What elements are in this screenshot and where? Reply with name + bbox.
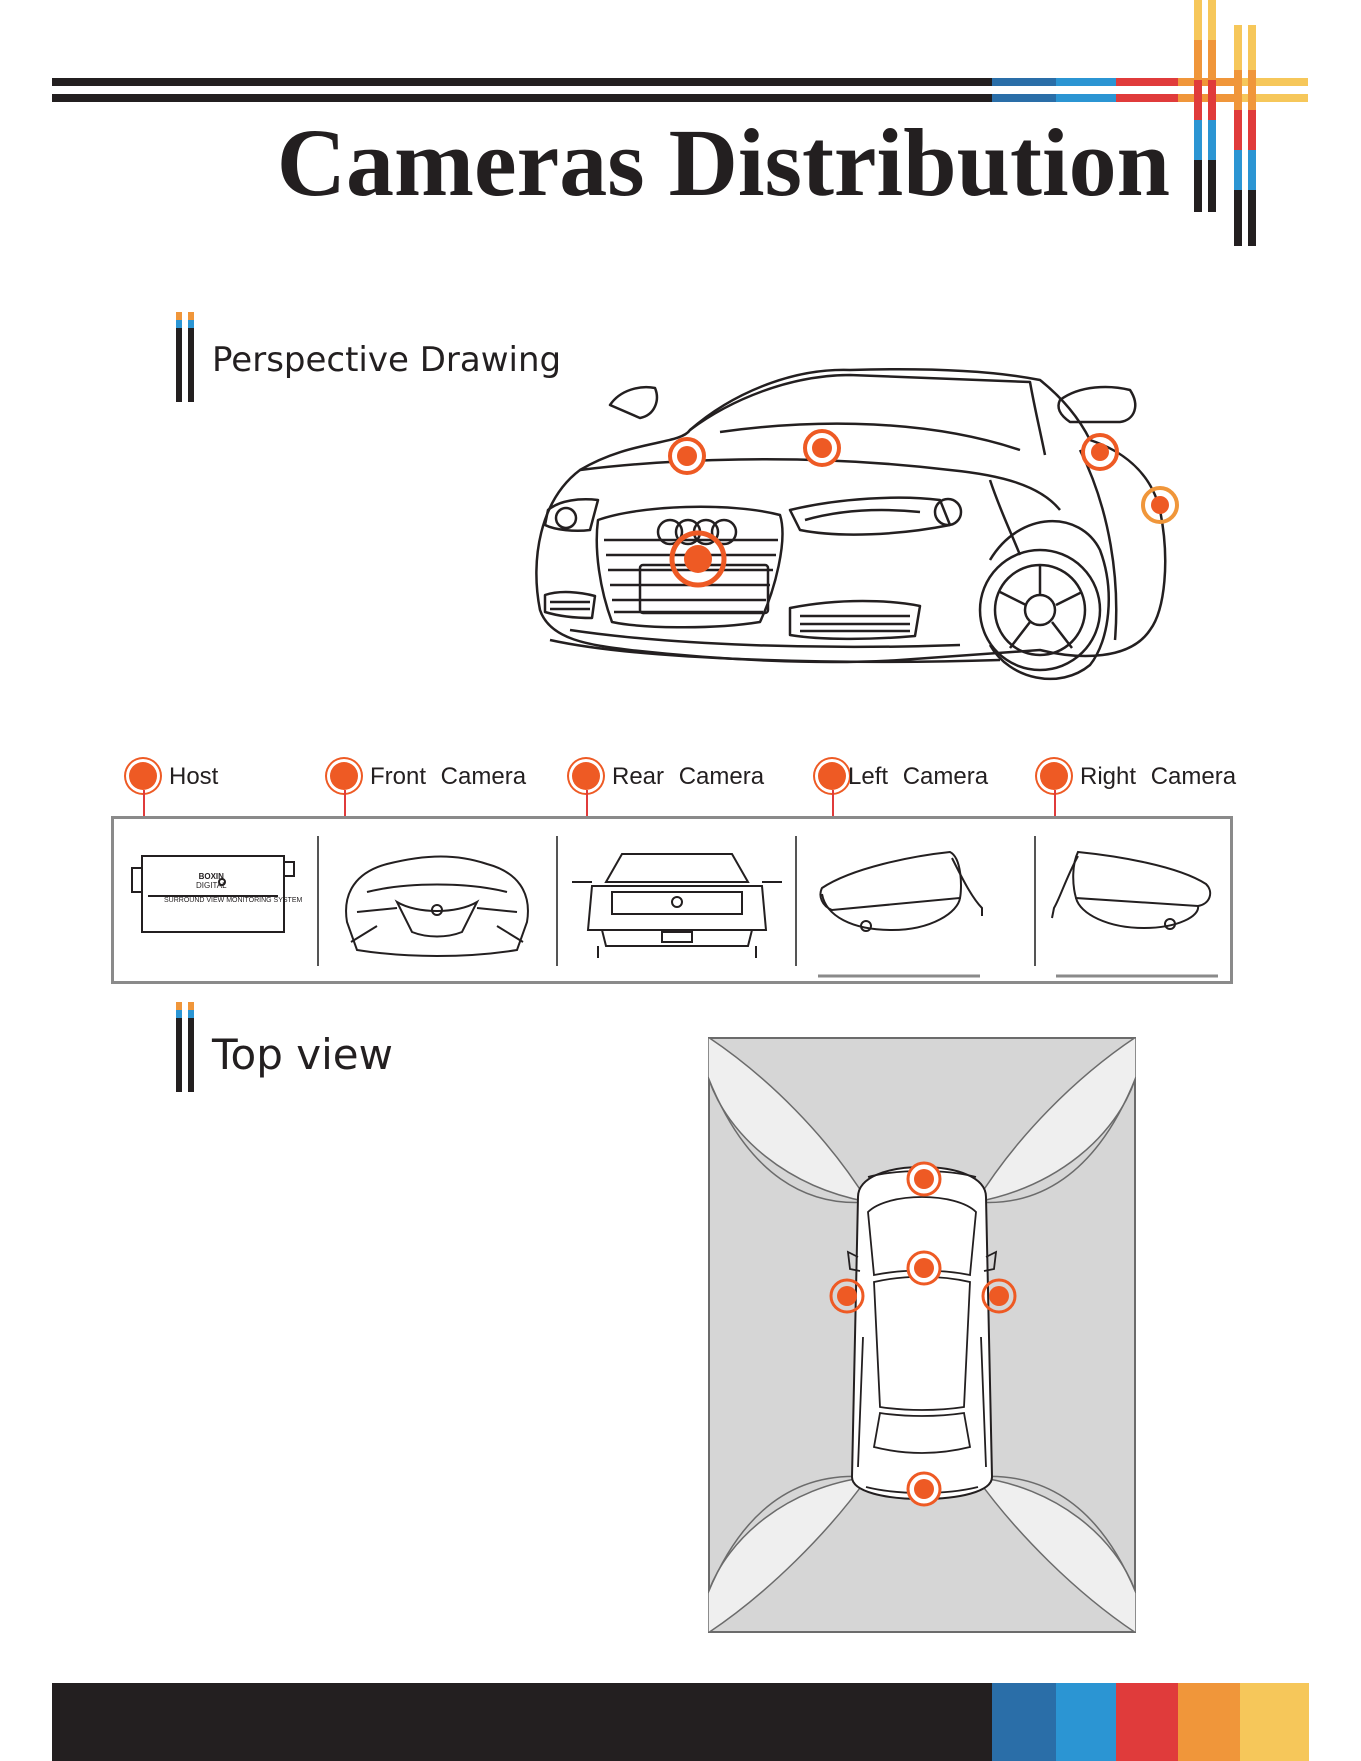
stripe-logo-icon: [1190, 0, 1260, 250]
legend-label: Right Camera: [1080, 763, 1236, 791]
marker-dot-icon: [129, 762, 157, 790]
host-brand-line2: DIGITAL: [196, 881, 227, 890]
car-top-view: [852, 1167, 992, 1499]
marker-host: [908, 1252, 940, 1284]
footer-color-orange: [1178, 1683, 1240, 1761]
car-perspective-drawing: [520, 360, 1200, 720]
footer-color-red: [1116, 1683, 1178, 1761]
panel-divider: [795, 836, 797, 966]
marker-dot-icon: [1040, 762, 1068, 790]
marker-rear-camera: [805, 431, 839, 465]
legend-label: Rear Camera: [612, 763, 764, 791]
header-color-red: [1116, 78, 1178, 102]
header-stripe-bottom: [52, 94, 992, 102]
marker-left-camera: [670, 439, 704, 473]
footer-color-lightblue: [1056, 1683, 1116, 1761]
section-bar-icon: [176, 1002, 198, 1092]
front-car-icon: [337, 852, 537, 962]
header-color-blue: [992, 78, 1056, 102]
marker-dot-icon: [572, 762, 600, 790]
legend-label: Host: [169, 763, 218, 791]
top-view-coverage-diagram: [708, 1037, 1136, 1633]
panel-divider: [556, 836, 558, 966]
marker-dot-icon: [330, 762, 358, 790]
host-brand: BOXIN DIGITAL: [196, 872, 227, 890]
host-box-icon: [128, 848, 300, 938]
panel-divider: [1034, 836, 1036, 966]
host-caption: SURROUND VIEW MONITORING SYSTEM: [164, 897, 302, 904]
host-brand-line1: BOXIN: [196, 872, 227, 881]
section-title: Top view: [212, 1030, 393, 1079]
page-title: Cameras Distribution: [0, 115, 1170, 211]
marker-front-camera: [908, 1163, 940, 1195]
marker-host: [1143, 488, 1177, 522]
header-color-lightblue: [1056, 78, 1116, 102]
section-title: Perspective Drawing: [212, 340, 561, 380]
section-header-top-view: Top view: [176, 1002, 198, 1097]
marker-dot-icon: [818, 762, 846, 790]
panel-divider: [317, 836, 319, 966]
footer-color-blue: [992, 1683, 1056, 1761]
marker-rear-camera: [908, 1473, 940, 1505]
legend-label: Front Camera: [370, 763, 526, 791]
marker-right-camera: [1083, 435, 1117, 469]
right-mirror-icon: [1048, 848, 1223, 978]
legend-label: Left Camera: [848, 763, 988, 791]
section-header-perspective: Perspective Drawing: [176, 312, 198, 407]
header-stripe-top: [52, 78, 992, 86]
left-mirror-icon: [812, 848, 992, 978]
rear-car-icon: [572, 846, 782, 962]
section-bar-icon: [176, 312, 198, 402]
footer-color-yellow: [1240, 1683, 1309, 1761]
